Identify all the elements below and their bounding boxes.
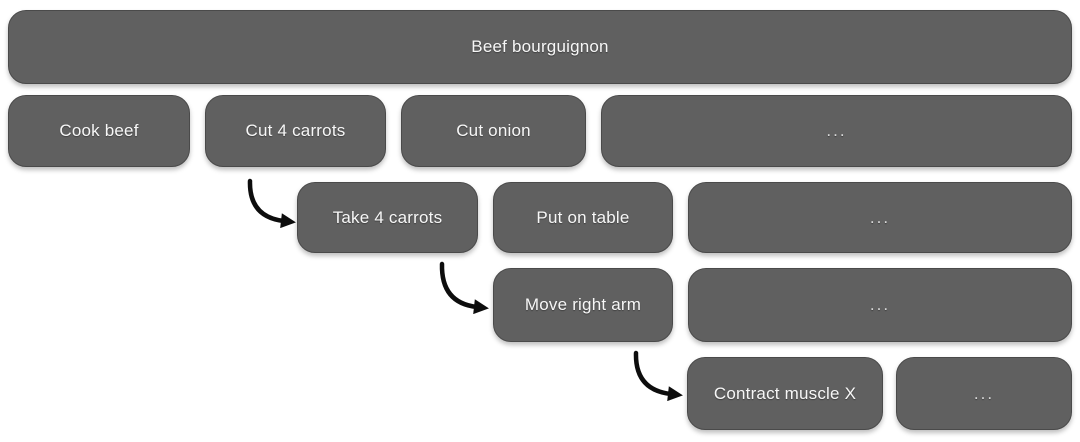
arrow-move-right-arm-to-contract-muscle-x — [633, 350, 683, 402]
task-box-label-level-5-more: ... — [973, 383, 995, 403]
task-box-put-on-table: Put on table — [493, 182, 673, 253]
task-box-label-take-4-carrots: Take 4 carrots — [332, 207, 443, 227]
task-box-move-right-arm: Move right arm — [493, 268, 673, 342]
task-box-label-level-2-more: ... — [826, 121, 847, 140]
task-box-cut-4-carrots: Cut 4 carrots — [205, 95, 386, 167]
arrow-cut-4-carrots-to-take-4-carrots — [247, 178, 296, 229]
task-box-cut-onion: Cut onion — [401, 95, 586, 167]
task-box-level-3-more: ... — [688, 182, 1072, 253]
task-box-label-level-4-more: ... — [869, 295, 891, 314]
task-box-take-4-carrots: Take 4 carrots — [297, 182, 478, 253]
task-box-label-beef-bourguignon: Beef bourguignon — [471, 37, 609, 56]
task-box-label-contract-muscle-x: Contract muscle X — [713, 383, 857, 403]
task-box-label-cut-4-carrots: Cut 4 carrots — [245, 121, 346, 140]
task-box-label-move-right-arm: Move right arm — [524, 295, 642, 314]
arrow-take-4-carrots-to-move-right-arm — [439, 261, 489, 315]
task-box-contract-muscle-x: Contract muscle X — [687, 357, 883, 430]
task-box-label-cook-beef: Cook beef — [59, 121, 139, 140]
task-box-level-5-more: ... — [896, 357, 1072, 430]
task-box-level-2-more: ... — [601, 95, 1072, 167]
task-box-cook-beef: Cook beef — [8, 95, 190, 167]
task-box-label-level-3-more: ... — [869, 207, 891, 227]
task-box-label-cut-onion: Cut onion — [456, 121, 531, 140]
task-box-label-put-on-table: Put on table — [536, 207, 630, 227]
task-box-beef-bourguignon: Beef bourguignon — [8, 10, 1072, 84]
task-box-level-4-more: ... — [688, 268, 1072, 342]
